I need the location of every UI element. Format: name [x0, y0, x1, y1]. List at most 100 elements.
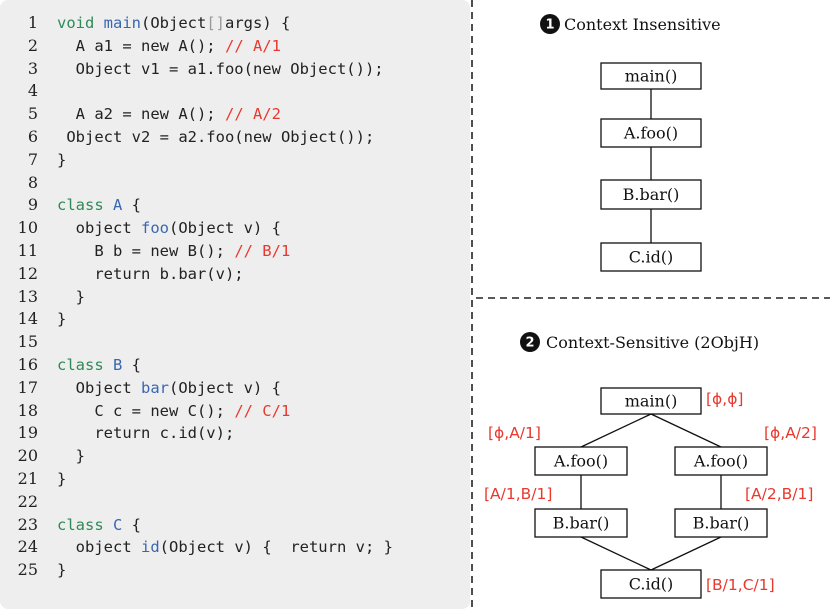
code-token: (Object v) { return v; }: [159, 538, 393, 557]
code-line: }: [57, 468, 393, 491]
svg-text:B.bar(): B.bar(): [623, 185, 680, 204]
code-token: B b = new B();: [57, 241, 235, 260]
svg-text:A.foo(): A.foo(): [553, 452, 608, 471]
code-line: class B {: [57, 354, 393, 377]
svg-text:C.id(): C.id(): [629, 575, 674, 594]
code-line: void main(Object[]args) {: [57, 12, 393, 35]
code-line: class C {: [57, 514, 393, 537]
code-line: A a2 = new A(); // A/2: [57, 103, 393, 126]
call-node: C.id(): [600, 569, 702, 599]
code-line: object foo(Object v) {: [57, 217, 393, 240]
code-token: Object v1 = a1.foo(new Object());: [57, 59, 384, 78]
code-token: }: [57, 469, 67, 488]
code-line: }: [57, 559, 393, 582]
code-line: class A {: [57, 194, 393, 217]
line-number: 18: [17, 400, 38, 420]
svg-text:B.bar(): B.bar(): [553, 514, 610, 533]
code-comment: // B/1: [234, 241, 291, 260]
code-token: A a1 = new A();: [57, 36, 225, 55]
code-keyword: class: [57, 515, 113, 534]
line-number: 20: [17, 446, 38, 466]
code-token: object: [57, 538, 141, 557]
line-number: 24: [17, 537, 38, 557]
sensitive-title: Context-Sensitive (2ObjH): [546, 333, 759, 352]
code-token: {: [122, 515, 142, 534]
code-token: (Object: [141, 14, 207, 32]
call-node: B.bar(): [674, 508, 768, 538]
code-comment: // A/1: [224, 36, 281, 55]
code-line: }: [57, 149, 393, 172]
code-comment: // A/2: [224, 105, 281, 124]
section-number-badge: 2: [520, 332, 540, 352]
line-number: 3: [27, 58, 38, 78]
line-number: 2: [27, 35, 38, 55]
code-token: return c.id(v);: [57, 424, 235, 443]
code-token: object: [57, 219, 141, 238]
line-number: 12: [17, 263, 38, 283]
line-number: 13: [17, 286, 38, 306]
code-line: Object bar(Object v) {: [57, 377, 393, 400]
edge: [580, 413, 652, 448]
svg-text:C.id(): C.id(): [629, 248, 674, 267]
line-number: 7: [27, 149, 38, 169]
code-token: A a2 = new A();: [57, 105, 225, 124]
call-node: main(): [600, 387, 702, 415]
call-node: B.bar(): [534, 508, 628, 538]
code-line: }: [57, 308, 393, 331]
line-number: 15: [17, 332, 38, 352]
code-token: (Object v) {: [169, 378, 281, 397]
line-number: 5: [27, 104, 38, 124]
code-token: }: [57, 447, 85, 466]
code-identifier: C: [113, 515, 123, 534]
context-label: [B/1,C/1]: [706, 576, 775, 594]
code-token: args) {: [225, 14, 291, 32]
call-node: main(): [600, 62, 702, 90]
line-number: 14: [17, 309, 38, 329]
code-token: return b.bar(v);: [57, 264, 244, 283]
code-token: {: [122, 355, 142, 374]
code-line: }: [57, 286, 393, 309]
context-label: [ϕ,A/2]: [764, 424, 817, 442]
edge: [650, 536, 722, 571]
edge: [580, 536, 652, 571]
svg-text:A.foo(): A.foo(): [623, 124, 678, 143]
svg-text:main(): main(): [625, 392, 678, 411]
line-number: 22: [17, 491, 38, 511]
code-token: }: [57, 561, 67, 580]
code-token: {: [122, 196, 142, 215]
code-line: object id(Object v) { return v; }: [57, 536, 393, 559]
code-token: Object: [57, 378, 141, 397]
code-keyword: void: [57, 14, 104, 32]
line-number: 9: [27, 195, 38, 215]
code-identifier: bar: [141, 378, 169, 397]
call-node: C.id(): [600, 242, 702, 272]
insensitive-title: Context Insensitive: [564, 15, 721, 34]
line-number: 4: [27, 81, 38, 101]
section-number-badge: 1: [540, 14, 560, 34]
code-line: B b = new B(); // B/1: [57, 240, 393, 263]
line-number: 23: [17, 514, 38, 534]
svg-text:1: 1: [545, 18, 554, 33]
code-line: return b.bar(v);: [57, 263, 393, 286]
code-identifier: A: [113, 196, 123, 215]
insensitive-section: 1 Context Insensitive main() A.foo() B.b…: [540, 14, 721, 272]
code-listing: void main(Object[]args) { A a1 = new A()…: [57, 12, 393, 582]
line-number: 21: [17, 468, 38, 488]
line-number: 11: [17, 240, 38, 260]
code-token: }: [57, 150, 67, 169]
code-line: A a1 = new A(); // A/1: [57, 35, 393, 58]
code-line: Object v2 = a2.foo(new Object());: [57, 126, 393, 149]
svg-text:B.bar(): B.bar(): [693, 514, 750, 533]
context-label: [A/1,B/1]: [484, 485, 552, 503]
code-token: }: [57, 287, 85, 306]
code-identifier: id: [141, 538, 160, 557]
code-line: C c = new C(); // C/1: [57, 400, 393, 423]
call-node: A.foo(): [674, 446, 768, 476]
code-line: Object v1 = a1.foo(new Object());: [57, 58, 393, 81]
code-identifier: B: [113, 355, 123, 374]
context-label: [A/2,B/1]: [745, 485, 813, 503]
line-number: 1: [27, 13, 38, 32]
